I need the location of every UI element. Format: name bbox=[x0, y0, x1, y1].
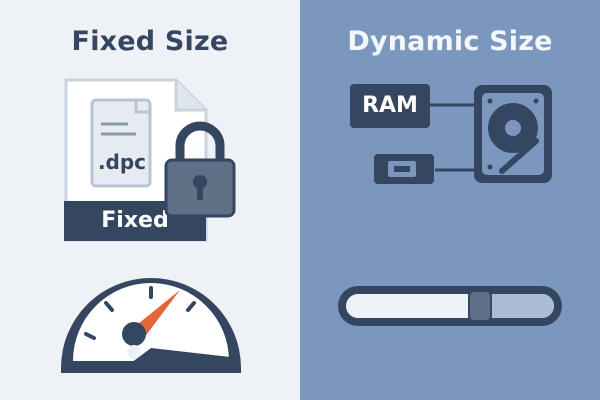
ram-label: RAM bbox=[362, 93, 418, 118]
dynamic-size-title: Dynamic Size bbox=[347, 26, 553, 57]
padlock-icon bbox=[164, 121, 236, 218]
speedometer-icon bbox=[61, 278, 241, 373]
fixed-label: Fixed bbox=[101, 208, 169, 233]
dynamic-size-panel: Dynamic Size RAM bbox=[300, 0, 600, 400]
slider-bar-icon bbox=[338, 286, 562, 326]
file-extension-text: .dpc bbox=[97, 150, 147, 174]
hardware-illustration bbox=[430, 103, 474, 172]
hard-drive-icon bbox=[474, 85, 552, 183]
fixed-size-panel: Fixed Size .dpc Fixed bbox=[0, 0, 300, 400]
fixed-size-title: Fixed Size bbox=[71, 26, 229, 57]
memory-module-icon bbox=[374, 154, 434, 184]
ram-icon bbox=[350, 84, 430, 128]
